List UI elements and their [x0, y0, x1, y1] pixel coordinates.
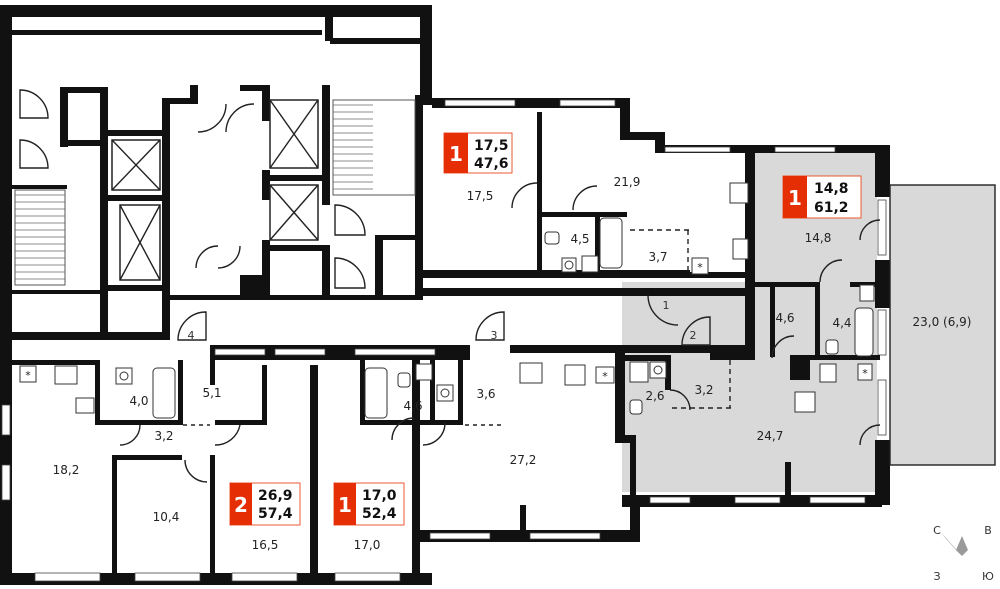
badge-living-area: 17,0: [362, 488, 397, 504]
room-area-label: 17,5: [467, 189, 494, 203]
room-area-label: 3,6: [476, 387, 495, 401]
ventilation-shaft-icon: * * * *: [19, 257, 873, 384]
room-area-label: 2,6: [645, 389, 664, 403]
badge-total-area: 52,4: [362, 506, 397, 522]
room-area-label: 18,2: [53, 463, 80, 477]
room-area-label: 21,9: [614, 175, 641, 189]
room-area-label: 3,2: [154, 429, 173, 443]
room-area-label: 3,7: [648, 250, 667, 264]
svg-text:*: *: [25, 369, 31, 382]
badge-total-area: 61,2: [814, 200, 849, 216]
apartment-badge: 1 17,5 47,6: [443, 132, 513, 174]
partitions: [183, 229, 733, 426]
room-area-label: 4,4: [832, 316, 851, 330]
room-area-label: 3,2: [694, 383, 713, 397]
room-area-label: 14,8: [805, 231, 832, 245]
bathtub-icon: [152, 217, 874, 419]
fixtures: * * * *: [19, 182, 875, 419]
badge-living-area: 14,8: [814, 181, 849, 197]
door-number: 3: [491, 329, 498, 342]
door-number: 4: [188, 329, 195, 342]
apartment-badge: 1 17,0 52,4: [333, 482, 405, 526]
compass-north: С: [933, 524, 941, 537]
room-labels: 17,5 21,9 4,5 3,7 14,8 4,6 4,4 23,0 (6,9…: [53, 175, 972, 552]
toilet-icon: [75, 231, 839, 415]
badge-total-area: 57,4: [258, 506, 293, 522]
walls: [0, 5, 996, 585]
badge-living-area: 26,9: [258, 488, 293, 504]
compass: С В З Ю: [933, 524, 994, 583]
badge-rooms: 1: [449, 142, 463, 166]
elevator-icon: [111, 99, 319, 281]
stair-icon: [14, 99, 416, 286]
room-area-label: 4,0: [129, 394, 148, 408]
room-area-label: 4,5: [570, 232, 589, 246]
compass-west: З: [933, 570, 940, 583]
door-swings: [19, 89, 881, 483]
badge-rooms: 1: [338, 493, 352, 517]
sink-icon: [54, 238, 875, 385]
room-area-label: 16,5: [252, 538, 279, 552]
badge-total-area: 47,6: [474, 156, 509, 172]
door-number: 1: [663, 299, 670, 312]
washing-machine-icon: [115, 257, 667, 402]
apartment-badge: 2 26,9 57,4: [229, 482, 301, 526]
compass-east: В: [984, 524, 992, 537]
door-numbers: 1 2 3 4: [188, 299, 697, 342]
room-area-label: 17,0: [354, 538, 381, 552]
badge-rooms: 2: [234, 493, 248, 517]
badge-rooms: 1: [788, 186, 802, 210]
room-area-label: 23,0 (6,9): [913, 315, 972, 329]
door-number: 2: [690, 329, 697, 342]
compass-south: Ю: [982, 570, 994, 583]
room-area-label: 4,6: [775, 311, 794, 325]
room-area-label: 10,4: [153, 510, 180, 524]
room-area-label: 4,6: [403, 399, 422, 413]
svg-text:*: *: [862, 367, 868, 380]
badge-living-area: 17,5: [474, 138, 509, 154]
room-area-label: 24,7: [757, 429, 784, 443]
svg-text:*: *: [602, 370, 608, 383]
room-area-label: 27,2: [510, 453, 537, 467]
stove-icon: [75, 182, 816, 414]
room-area-label: 5,1: [202, 386, 221, 400]
svg-text:*: *: [697, 261, 703, 274]
apartment-badge: 1 14,8 61,2: [782, 175, 862, 219]
